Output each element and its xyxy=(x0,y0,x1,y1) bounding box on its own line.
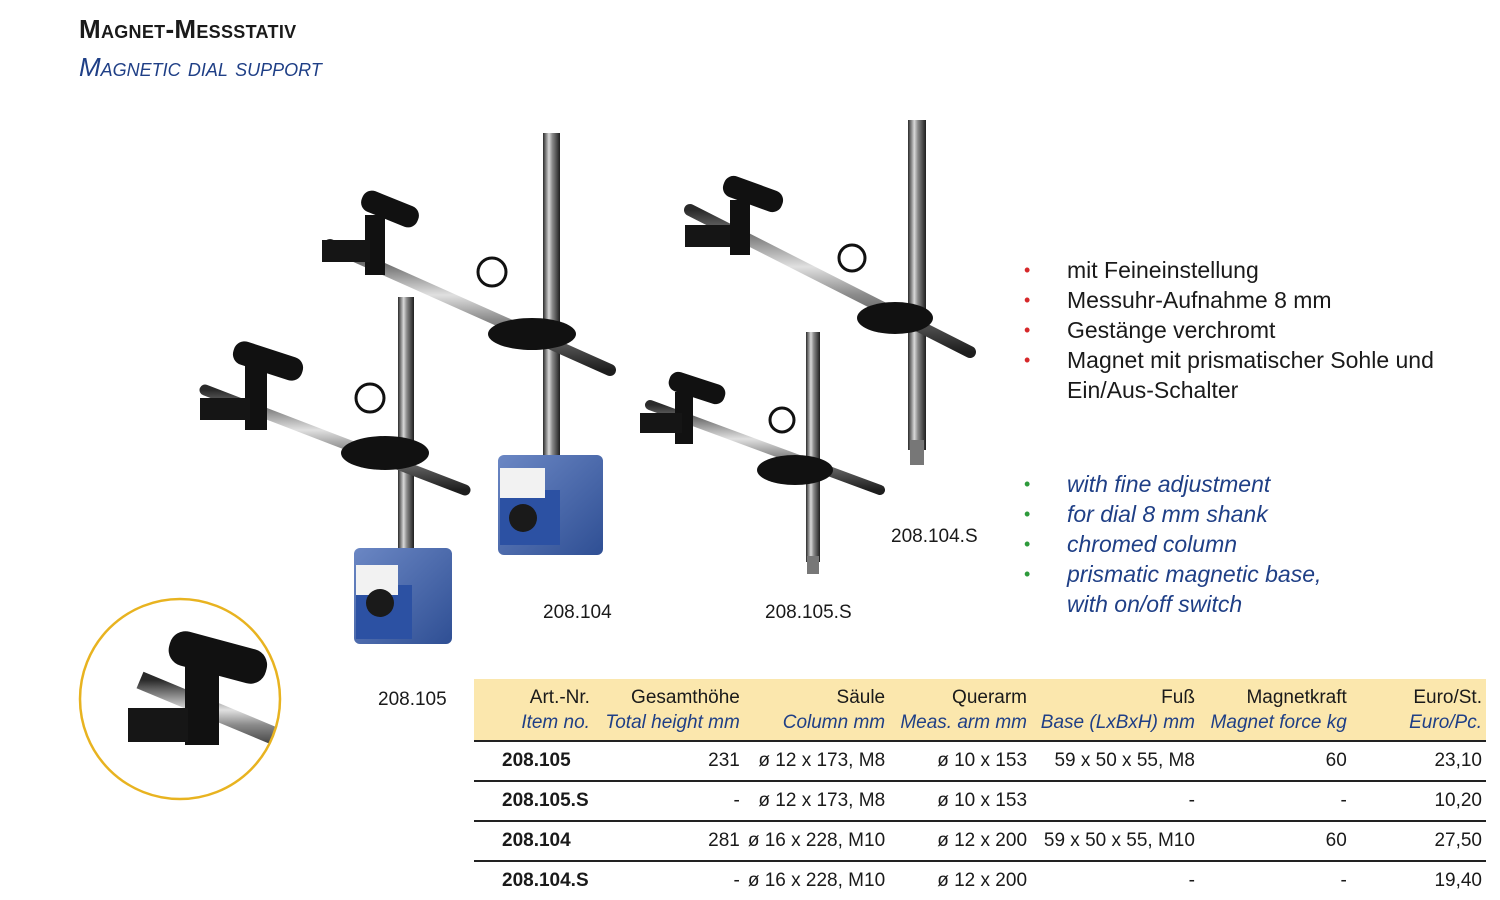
stand-208-104 xyxy=(322,133,616,555)
feature-item: •chromed column xyxy=(1024,531,1238,557)
cell-price: 19,40 xyxy=(1350,860,1486,900)
feature-item-continued: Ein/Aus-Schalter xyxy=(1067,377,1239,403)
feature-item: •prismatic magnetic base, xyxy=(1024,561,1322,587)
bullet-icon: • xyxy=(1024,350,1031,370)
feature-item: •Magnet mit prismatischer Sohle und xyxy=(1024,347,1434,373)
cell-total-height: - xyxy=(593,780,744,821)
cell-column: ø 12 x 173, M8 xyxy=(743,740,890,781)
bullet-icon: • xyxy=(1024,260,1031,280)
table-row: 208.104 281 ø 16 x 228, M10 ø 12 x 200 5… xyxy=(474,820,1486,861)
cell-total-height: 231 xyxy=(593,740,744,781)
cell-magnet-force: 60 xyxy=(1198,820,1351,861)
col-header-item-no: Art.-Nr.Item no. xyxy=(521,687,590,733)
bullet-icon: • xyxy=(1024,504,1031,524)
bullet-icon: • xyxy=(1024,564,1031,584)
feature-item: •with fine adjustment xyxy=(1024,471,1271,497)
cell-item-no: 208.104 xyxy=(474,820,594,861)
cell-item-no: 208.105 xyxy=(474,740,594,781)
bullet-icon: • xyxy=(1024,290,1031,310)
cell-base: 59 x 50 x 55, M8 xyxy=(1031,740,1199,781)
cell-meas-arm: ø 12 x 200 xyxy=(889,860,1032,900)
cell-column: ø 16 x 228, M10 xyxy=(743,860,890,900)
cell-base: - xyxy=(1031,860,1199,900)
cell-price: 10,20 xyxy=(1350,780,1486,821)
cell-base: - xyxy=(1031,780,1199,821)
feature-item: •for dial 8 mm shank xyxy=(1024,501,1268,527)
label-208-104-s: 208.104.S xyxy=(891,526,978,547)
table-row: 208.104.S - ø 16 x 228, M10 ø 12 x 200 -… xyxy=(474,860,1486,900)
cell-magnet-force: - xyxy=(1198,860,1351,900)
feature-item: •Gestänge verchromt xyxy=(1024,317,1276,343)
cell-price: 27,50 xyxy=(1350,820,1486,861)
stand-208-104-s xyxy=(684,120,976,465)
cell-item-no: 208.104.S xyxy=(474,860,594,900)
page-subtitle: Magnetic dial support xyxy=(79,52,322,82)
page-title: Magnet-Messstativ xyxy=(79,14,297,44)
bullet-icon: • xyxy=(1024,534,1031,554)
bullet-icon: • xyxy=(1024,474,1031,494)
cell-column: ø 16 x 228, M10 xyxy=(743,820,890,861)
label-208-105-s: 208.105.S xyxy=(765,602,852,623)
cell-price: 23,10 xyxy=(1350,740,1486,781)
label-208-105: 208.105 xyxy=(378,689,447,710)
table-row: 208.105 231 ø 12 x 173, M8 ø 10 x 153 59… xyxy=(474,740,1486,781)
cell-base: 59 x 50 x 55, M10 xyxy=(1031,820,1199,861)
feature-item: •Messuhr-Aufnahme 8 mm xyxy=(1024,287,1332,313)
cell-total-height: - xyxy=(593,860,744,900)
feature-list-de: •mit Feineinstellung •Messuhr-Aufnahme 8… xyxy=(1020,255,1434,405)
feature-list-en: •with fine adjustment •for dial 8 mm sha… xyxy=(1020,469,1321,619)
cell-item-no: 208.105.S xyxy=(474,780,594,821)
cell-magnet-force: - xyxy=(1198,780,1351,821)
cell-meas-arm: ø 10 x 153 xyxy=(889,740,1032,781)
table-row: 208.105.S - ø 12 x 173, M8 ø 10 x 153 - … xyxy=(474,780,1486,821)
stand-208-105-s xyxy=(640,332,885,574)
stand-208-105 xyxy=(199,297,471,644)
detail-zoom-circle xyxy=(78,597,282,801)
feature-item-continued: with on/off switch xyxy=(1067,591,1243,617)
bullet-icon: • xyxy=(1024,320,1031,340)
cell-column: ø 12 x 173, M8 xyxy=(743,780,890,821)
cell-meas-arm: ø 10 x 153 xyxy=(889,780,1032,821)
cell-total-height: 281 xyxy=(593,820,744,861)
product-illustration xyxy=(78,120,976,801)
feature-item: •mit Feineinstellung xyxy=(1024,257,1259,283)
col-header-price: Euro/St.Euro/Pc. xyxy=(1409,687,1482,733)
cell-meas-arm: ø 12 x 200 xyxy=(889,820,1032,861)
cell-magnet-force: 60 xyxy=(1198,740,1351,781)
label-208-104: 208.104 xyxy=(543,602,612,623)
